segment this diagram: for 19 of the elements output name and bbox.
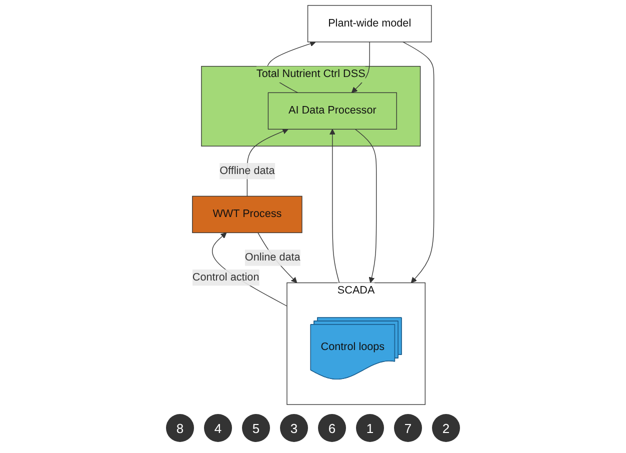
process-box: AI Data Processor bbox=[268, 92, 397, 130]
callout-number: 2 bbox=[432, 414, 460, 442]
callout-number: 7 bbox=[394, 414, 422, 442]
callout-number: 6 bbox=[318, 414, 346, 442]
edge-label: Control action bbox=[192, 270, 260, 286]
arrow bbox=[329, 128, 340, 284]
arrow bbox=[354, 128, 377, 284]
process-box: WWT Process bbox=[192, 196, 302, 234]
callout-number: 1 bbox=[356, 414, 384, 442]
document-stack: Control loops bbox=[310, 317, 402, 380]
edge-label: Online data bbox=[244, 250, 300, 266]
callout-number: 5 bbox=[242, 414, 270, 442]
arrow bbox=[402, 42, 434, 284]
callout-number: 8 bbox=[166, 414, 194, 442]
process-box: Plant-wide model bbox=[307, 5, 432, 42]
edge-label: Offline data bbox=[219, 163, 275, 180]
callout-number: 4 bbox=[204, 414, 232, 442]
callout-number: 3 bbox=[280, 414, 308, 442]
arrow bbox=[351, 42, 370, 93]
